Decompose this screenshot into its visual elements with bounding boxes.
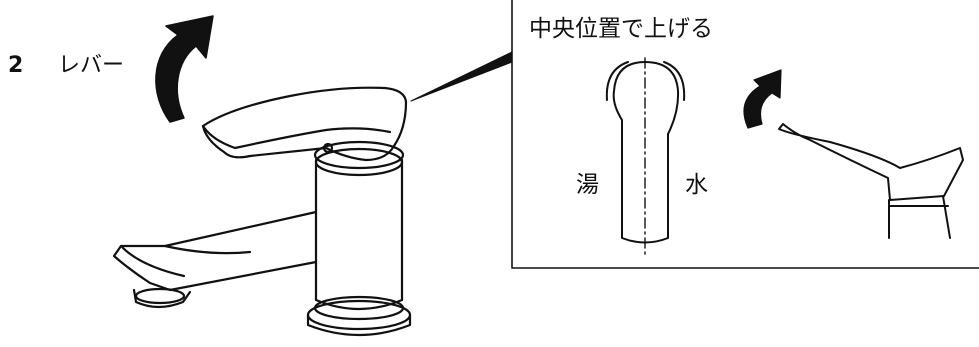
- inset-frame: [511, 0, 979, 269]
- callout-pointer: [410, 51, 513, 102]
- inset-lever-front-view: [605, 57, 686, 259]
- lever-lift-arrow-icon: [155, 15, 214, 123]
- hot-water-label: 湯: [576, 172, 599, 198]
- step-label: レバー: [58, 53, 125, 78]
- inset-lever-side-view: [778, 123, 964, 239]
- inset-lift-arrow-icon: [743, 69, 782, 129]
- step-number: 2: [8, 53, 24, 78]
- cold-water-label: 水: [685, 172, 708, 198]
- faucet-main: [112, 86, 412, 337]
- inset-title: 中央位置で上げる: [529, 16, 713, 42]
